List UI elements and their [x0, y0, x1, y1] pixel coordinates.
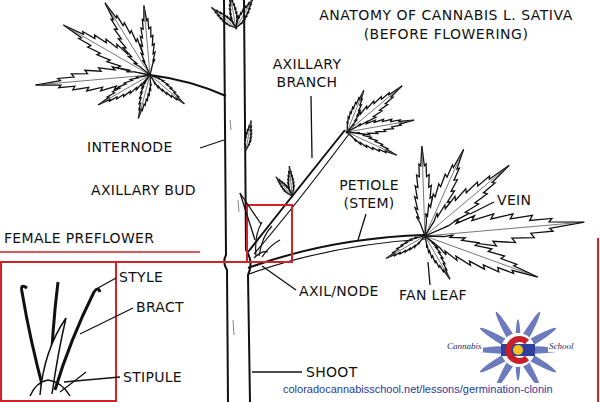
- diagram-title: ANATOMY OF CANNABIS L. SATIVA (BEFORE FL…: [300, 6, 592, 44]
- part-label: BRACT: [135, 299, 185, 317]
- axillary-branch-drawing: [243, 80, 415, 254]
- part-label: STYLE: [118, 269, 164, 287]
- inset-frame: [0, 238, 598, 402]
- part-label: INTERNODE: [86, 139, 174, 157]
- fan-leaf-drawing: [34, 0, 226, 120]
- preflower-drawing: [22, 282, 100, 396]
- part-label: FEMALE PREFLOWER: [3, 230, 155, 248]
- part-label: VEIN: [496, 192, 532, 210]
- part-label: STIPULE: [122, 369, 183, 387]
- part-label: SHOOT: [305, 364, 359, 382]
- small-leaf-drawing: [209, 0, 256, 30]
- logo-text: Cannabis: [446, 341, 483, 352]
- part-label: AXIL/NODE: [298, 283, 380, 301]
- part-label: FAN LEAF: [398, 287, 468, 305]
- main-stem: [224, 0, 251, 402]
- logo-text: School: [548, 341, 575, 352]
- part-label: AXILLARY BUD: [90, 182, 197, 200]
- part-label: AXILLARY BRANCH: [256, 56, 358, 91]
- axillary-bud-drawing: [254, 222, 280, 258]
- part-label: PETIOLE (STEM): [326, 177, 412, 212]
- fan-leaf-drawing: [248, 145, 586, 288]
- watermark-url: coloradocannabisschool.net/lessons/germi…: [282, 383, 554, 397]
